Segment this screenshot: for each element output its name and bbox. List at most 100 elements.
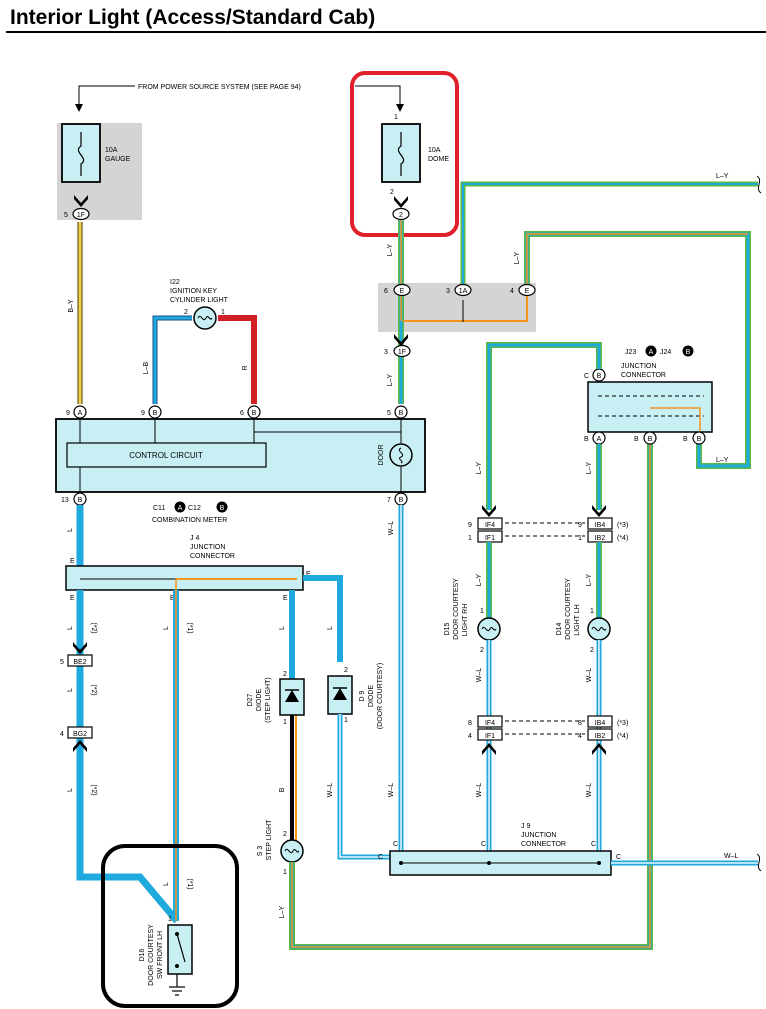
ib4-top-note: (*3) bbox=[617, 522, 628, 529]
j23-conn-b: B bbox=[686, 349, 691, 356]
meter-top-conn-3: B bbox=[252, 410, 257, 417]
note-n2-2: (*2) bbox=[90, 684, 97, 695]
page-title: Interior Light (Access/Standard Cab) bbox=[10, 6, 376, 29]
wire-ly-right-label: L–Y bbox=[716, 457, 729, 464]
d27-pin-top: 2 bbox=[283, 671, 287, 678]
d15-pin-bot: 2 bbox=[480, 647, 484, 654]
jb-conn-mid-label: 1A bbox=[459, 288, 468, 295]
power-source-line-right bbox=[355, 85, 401, 110]
d9-pin-top: 2 bbox=[344, 667, 348, 674]
dome-fuse-conn-label: 2 bbox=[399, 212, 403, 219]
j23-pin-top: C bbox=[584, 373, 589, 380]
meter-ref-b-circle bbox=[216, 501, 228, 513]
wire-j23-d15-outer bbox=[486, 342, 602, 510]
j4-pin-e4: E bbox=[283, 595, 288, 602]
meter-top-conn-2: B bbox=[153, 410, 158, 417]
note-n2-3: (*2) bbox=[90, 784, 97, 795]
power-arrow-left bbox=[75, 104, 83, 112]
meter-top-pin-1: 9 bbox=[66, 410, 70, 417]
dome-fuse-name: DOME bbox=[428, 156, 449, 163]
if1-bot-conn bbox=[477, 728, 503, 741]
wire-l-be-label-2: L bbox=[67, 688, 74, 692]
d14-name-2: LIGHT LH bbox=[574, 604, 581, 635]
wire-ly-d14-label-2: L–Y bbox=[586, 573, 593, 586]
control-circuit-label: CONTROL CIRCUIT bbox=[129, 451, 203, 460]
wire-break-top bbox=[756, 175, 762, 194]
j23-conn-b1: A bbox=[597, 436, 602, 443]
jb-conn-left-pin: 6 bbox=[384, 288, 388, 295]
ib4-top-conn bbox=[587, 517, 613, 530]
control-circuit-box bbox=[66, 442, 267, 468]
s3-pin-top: 2 bbox=[283, 831, 287, 838]
j9-pin-5: C bbox=[616, 854, 621, 861]
wire-lb-outer bbox=[152, 315, 192, 404]
gauge-fuse-connector bbox=[72, 207, 90, 221]
dome-fuse-highlight bbox=[350, 71, 459, 237]
meter-bottom-left-pin: 13 bbox=[61, 497, 69, 504]
meter-bottom-right-conn: B bbox=[399, 497, 404, 504]
if4-bot-pin: 8 bbox=[468, 720, 472, 727]
jb-conn-right-pin: 4 bbox=[510, 288, 514, 295]
meter-ref-b-conn: B bbox=[220, 505, 225, 512]
gauge-fuse-conn-label: 1F bbox=[77, 212, 85, 219]
j9-pin-2: C bbox=[393, 841, 398, 848]
d14-chevron-top bbox=[592, 505, 606, 517]
j23-pin-b2: B bbox=[634, 436, 639, 443]
ib4-bot-note: (*3) bbox=[617, 720, 628, 727]
if1-bot-pin: 4 bbox=[468, 733, 472, 740]
gauge-fuse-element bbox=[77, 132, 85, 176]
meter-top-pin-2: 9 bbox=[141, 410, 145, 417]
wire-r-label: R bbox=[242, 365, 249, 370]
ib4-top-pin: 9 bbox=[578, 522, 582, 529]
s3-name: STEP LIGHT bbox=[266, 819, 273, 860]
dome-fuse-box bbox=[381, 123, 421, 183]
dome-fuse-element bbox=[397, 132, 405, 176]
wire-l-d16-outer bbox=[76, 590, 180, 924]
wire-ly-jb-label: L–Y bbox=[514, 251, 521, 264]
wire-wl-d15-label: W–L bbox=[476, 668, 483, 683]
wire-break-bottom bbox=[756, 853, 762, 872]
wire-ly-d14-label: L–Y bbox=[586, 461, 593, 474]
wire-wl-meter-label-2: W–L bbox=[388, 783, 395, 798]
gauge-fuse-name: GAUGE bbox=[105, 156, 131, 163]
d27-diode-symbol bbox=[285, 690, 299, 702]
wire-l-d27-label: L bbox=[279, 626, 286, 630]
wire-wl-d15-label-2: W–L bbox=[476, 783, 483, 798]
ib2-bot-pin: 4 bbox=[578, 733, 582, 740]
d15-name-2: LIGHT RH bbox=[462, 604, 469, 637]
j23-conn-a-circle bbox=[645, 345, 657, 357]
if1-top-label: IF1 bbox=[485, 535, 495, 542]
j23-box bbox=[587, 381, 713, 433]
note-n1-1: (*1) bbox=[186, 622, 193, 633]
d15-chevron-top bbox=[482, 505, 496, 517]
note-n2-1: (*2) bbox=[90, 622, 97, 633]
jb-conn-bottom-pin: 3 bbox=[384, 349, 388, 356]
d15-filament bbox=[481, 626, 497, 632]
wire-ly-top-label: L–Y bbox=[716, 173, 729, 180]
ignition-light-filament bbox=[197, 315, 213, 321]
jb-conn-left bbox=[393, 283, 411, 297]
wire-s3-ly-orange bbox=[291, 408, 651, 948]
d9-id: D 9 bbox=[359, 690, 366, 701]
wire-wl-meter-label: W–L bbox=[388, 521, 395, 536]
wire-ly-top-inner bbox=[462, 183, 758, 287]
j9-pin-4: C bbox=[591, 841, 596, 848]
d27-name: DIODE bbox=[256, 689, 263, 712]
meter-ref-a: C11 bbox=[153, 505, 165, 512]
d16-switch-blade bbox=[176, 933, 186, 963]
power-arrow-right bbox=[396, 104, 404, 112]
wire-wl-right-label: W–L bbox=[724, 853, 739, 860]
meter-bottom-left-conn: B bbox=[78, 497, 83, 504]
meter-pin-circle-3 bbox=[247, 405, 261, 419]
j4-pin-e3: E bbox=[170, 595, 175, 602]
if4-top-conn bbox=[477, 517, 503, 530]
j4-id: J 4 bbox=[190, 535, 199, 542]
ignition-name: IGNITION KEY bbox=[170, 288, 217, 295]
power-source-note: FROM POWER SOURCE SYSTEM (SEE PAGE 94) bbox=[138, 84, 301, 91]
be2-connector bbox=[67, 654, 93, 667]
wire-l-d9-label: L bbox=[327, 626, 334, 630]
dome-fuse-pin-top: 1 bbox=[394, 114, 398, 121]
j4-pin-e5: E bbox=[306, 571, 311, 578]
j23-b2-circle bbox=[643, 431, 657, 445]
